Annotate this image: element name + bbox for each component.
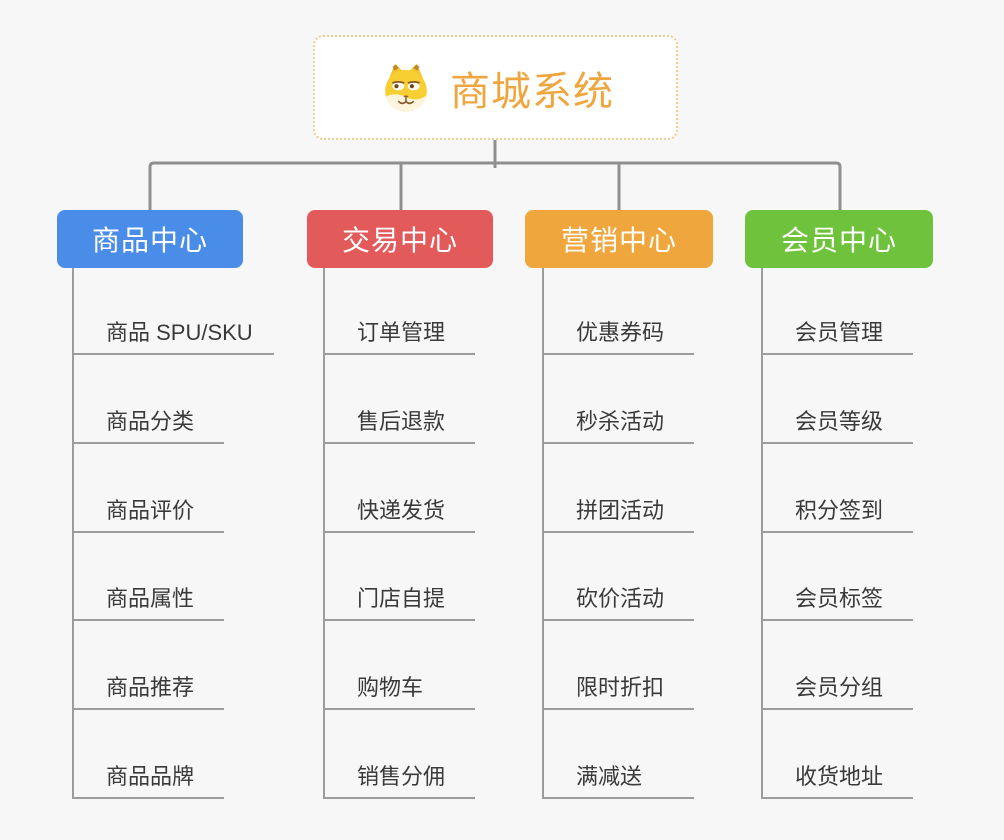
- child-topic[interactable]: 商品 SPU/SKU: [74, 268, 274, 355]
- branch-node-marketing-center[interactable]: 营销中心: [525, 210, 713, 268]
- branch-label: 交易中心: [341, 225, 458, 256]
- shiba-dog-icon: [385, 63, 427, 112]
- branch-label: 会员中心: [780, 225, 897, 256]
- root-node-title: 商城系统: [450, 69, 614, 114]
- branch-node-member-center[interactable]: 会员中心: [745, 210, 933, 268]
- root-node[interactable]: 商城系统: [313, 35, 678, 140]
- child-topic[interactable]: 会员标签: [763, 533, 913, 622]
- child-topic[interactable]: 商品评价: [74, 444, 224, 533]
- child-topic[interactable]: 拼团活动: [544, 444, 694, 533]
- branch-node-product-center[interactable]: 商品中心: [57, 210, 243, 268]
- child-topic[interactable]: 门店自提: [325, 533, 475, 622]
- child-topic[interactable]: 砍价活动: [544, 533, 694, 622]
- branch-node-trade-center[interactable]: 交易中心: [307, 210, 493, 268]
- child-topic[interactable]: 商品属性: [74, 533, 224, 622]
- child-topic[interactable]: 商品品牌: [74, 710, 224, 799]
- branch-label: 营销中心: [560, 225, 677, 256]
- child-topic[interactable]: 秒杀活动: [544, 355, 694, 444]
- child-topic[interactable]: 会员管理: [763, 268, 913, 355]
- child-list-product-center: 商品 SPU/SKU 商品分类 商品评价 商品属性 商品推荐 商品品牌: [72, 268, 274, 799]
- child-topic[interactable]: 购物车: [325, 621, 475, 711]
- child-topic[interactable]: 订单管理: [325, 268, 475, 355]
- child-topic[interactable]: 会员分组: [763, 621, 913, 711]
- child-topic[interactable]: 限时折扣: [544, 621, 694, 711]
- child-topic[interactable]: 优惠券码: [544, 268, 694, 355]
- child-topic[interactable]: 满减送: [544, 710, 694, 799]
- child-topic[interactable]: 会员等级: [763, 355, 913, 444]
- child-topic[interactable]: 商品分类: [74, 355, 224, 444]
- child-list-member-center: 会员管理 会员等级 积分签到 会员标签 会员分组 收货地址: [761, 268, 913, 799]
- child-topic[interactable]: 销售分佣: [325, 710, 475, 799]
- branch-label: 商品中心: [91, 225, 208, 256]
- child-topic[interactable]: 商品推荐: [74, 621, 224, 711]
- child-topic[interactable]: 收货地址: [763, 710, 913, 799]
- child-list-marketing-center: 优惠券码 秒杀活动 拼团活动 砍价活动 限时折扣 满减送: [542, 268, 694, 799]
- child-topic[interactable]: 售后退款: [325, 355, 475, 444]
- child-list-trade-center: 订单管理 售后退款 快递发货 门店自提 购物车 销售分佣: [323, 268, 475, 799]
- child-topic[interactable]: 积分签到: [763, 444, 913, 533]
- child-topic[interactable]: 快递发货: [325, 444, 475, 533]
